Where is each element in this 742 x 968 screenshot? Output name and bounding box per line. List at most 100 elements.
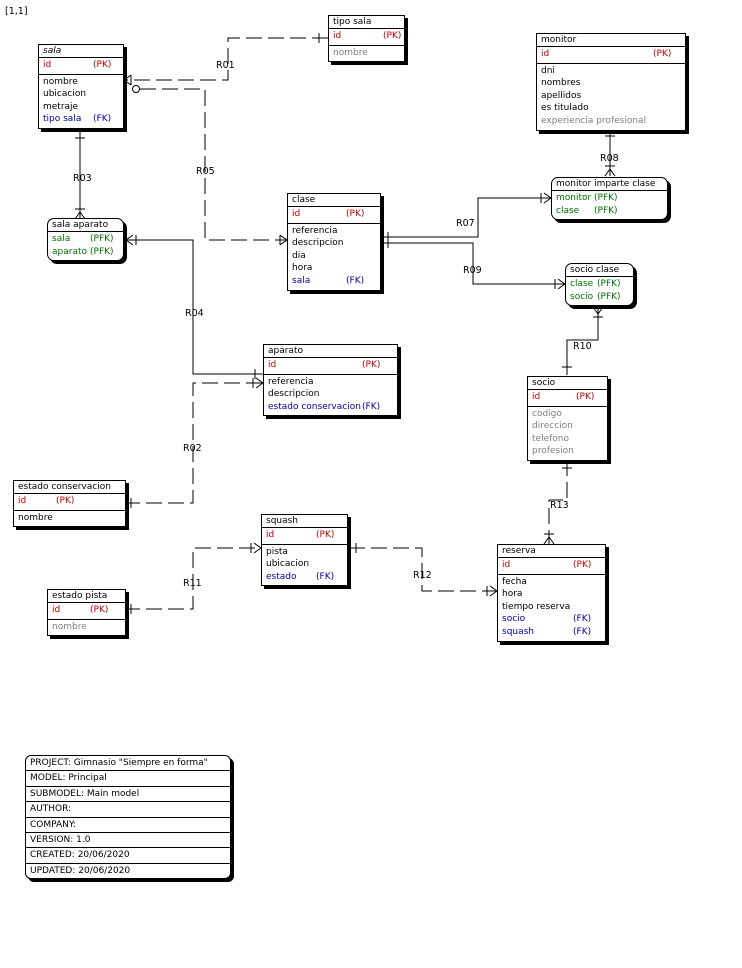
attribute-key-tag: (PFK) [594, 193, 618, 203]
attribute-name: fecha [502, 576, 527, 587]
rel-label-r12: R12 [413, 570, 432, 581]
attribute-key-tag: (PK) [362, 360, 381, 370]
attribute-key-tag: (FK) [346, 275, 365, 286]
entity-key-section: sala(PFK)aparato(PFK) [48, 232, 123, 260]
attribute-name: sala [292, 275, 311, 286]
attribute-name: dni [541, 65, 555, 76]
entity-title: reserva [498, 545, 605, 558]
entity-attribute: profesion [528, 445, 607, 458]
attribute-key-tag: (FK) [573, 614, 592, 625]
attribute-name: experiencia profesional [541, 115, 647, 126]
attribute-name: tiempo reserva [502, 601, 571, 612]
rel-label-r02: R02 [183, 443, 202, 454]
entity-attribute: codigo [528, 408, 607, 421]
attribute-key-tag: (PK) [93, 60, 112, 70]
project-info-submodel: SUBMODEL: Main model [26, 787, 230, 803]
attribute-name: tipo sala [43, 114, 82, 125]
attribute-key-tag: (PK) [383, 31, 402, 41]
entity-title: socio [528, 377, 607, 390]
entity-attribute: sala(PFK) [48, 233, 123, 246]
entity-attribute: socio(PFK) [566, 291, 633, 304]
attribute-name: ubicacion [43, 89, 87, 100]
attribute-name: id [292, 209, 301, 219]
rel-line-r07 [381, 197, 551, 238]
entity-key-section: id(PK) [537, 47, 685, 64]
entity-key-section: id(PK) [498, 558, 605, 575]
entity-attribute: telefono [528, 433, 607, 446]
entity-attribute: hora [288, 262, 380, 275]
attribute-name: hora [292, 263, 313, 274]
entity-attribute: referencia [264, 376, 397, 389]
entity-attribute: nombre [39, 76, 123, 89]
entity-attribute: sala (FK) [288, 275, 380, 288]
entity-attribute: id(PK) [264, 359, 397, 372]
attribute-name: socio [502, 614, 526, 625]
attribute-name: direccion [532, 421, 573, 432]
entity-key-section: id(PK) [14, 494, 125, 511]
entity-attribute: experiencia profesional [537, 115, 685, 128]
attribute-name: ubicacion [266, 559, 310, 570]
entity-attribute: fecha [498, 576, 605, 589]
rel-label-r07: R07 [456, 218, 475, 229]
entity-title: monitor imparte clase [552, 178, 667, 191]
entity-attribute: nombre [48, 621, 125, 634]
attribute-key-tag: (PK) [90, 605, 109, 615]
entity-key-section: id(PK) [48, 603, 125, 620]
attribute-name: nombre [52, 621, 87, 632]
attribute-key-tag: (PK) [316, 530, 335, 540]
entity-key-section: id(PK) [264, 358, 397, 375]
entity-attribute: nombre [14, 512, 125, 525]
entity-attribute: dia [288, 250, 380, 263]
attribute-name: clase [570, 279, 594, 289]
attribute-name: es titulado [541, 103, 589, 114]
attribute-name: metraje [43, 101, 79, 112]
rel-label-r13: R13 [550, 500, 569, 511]
project-info-created: CREATED: 20/06/2020 [26, 848, 230, 864]
rel-label-r03: R03 [73, 173, 92, 184]
entity-attribute: id(PK) [537, 48, 685, 61]
attribute-name: dia [292, 250, 306, 261]
attribute-key-tag: (PFK) [90, 234, 114, 244]
entity-attribute: pista [262, 546, 347, 559]
attribute-key-tag: (PFK) [594, 205, 618, 216]
entity-title: sala aparato [48, 219, 123, 232]
attribute-name: codigo [532, 408, 562, 419]
entity-key-section: id(PK) [329, 29, 404, 46]
attribute-name: apellidos [541, 90, 582, 101]
attribute-name: socio [570, 291, 594, 302]
attribute-name: referencia [292, 225, 338, 236]
attribute-name: profesion [532, 446, 574, 457]
attribute-name: id [18, 496, 27, 506]
entity-title: tipo sala [329, 16, 404, 29]
entity-title: aparato [264, 345, 397, 358]
entity-attribute: hora [498, 588, 605, 601]
attribute-name: telefono [532, 433, 569, 444]
entity-attribute: monitor(PFK) [552, 192, 667, 205]
project-info-box: PROJECT: Gimnasio "Siempre en forma" MOD… [25, 755, 231, 880]
entity-attribute: id(PK) [288, 208, 380, 221]
attribute-name: id [266, 530, 275, 540]
rel-line-r01 [124, 37, 328, 81]
attribute-name: monitor [556, 193, 592, 203]
attribute-key-tag: (PFK) [597, 279, 621, 289]
attribute-name: descripcion [292, 238, 344, 249]
entity-attribute: dni [537, 65, 685, 78]
entity-attribute: descripcion [288, 237, 380, 250]
entity-title: squash [262, 515, 347, 528]
